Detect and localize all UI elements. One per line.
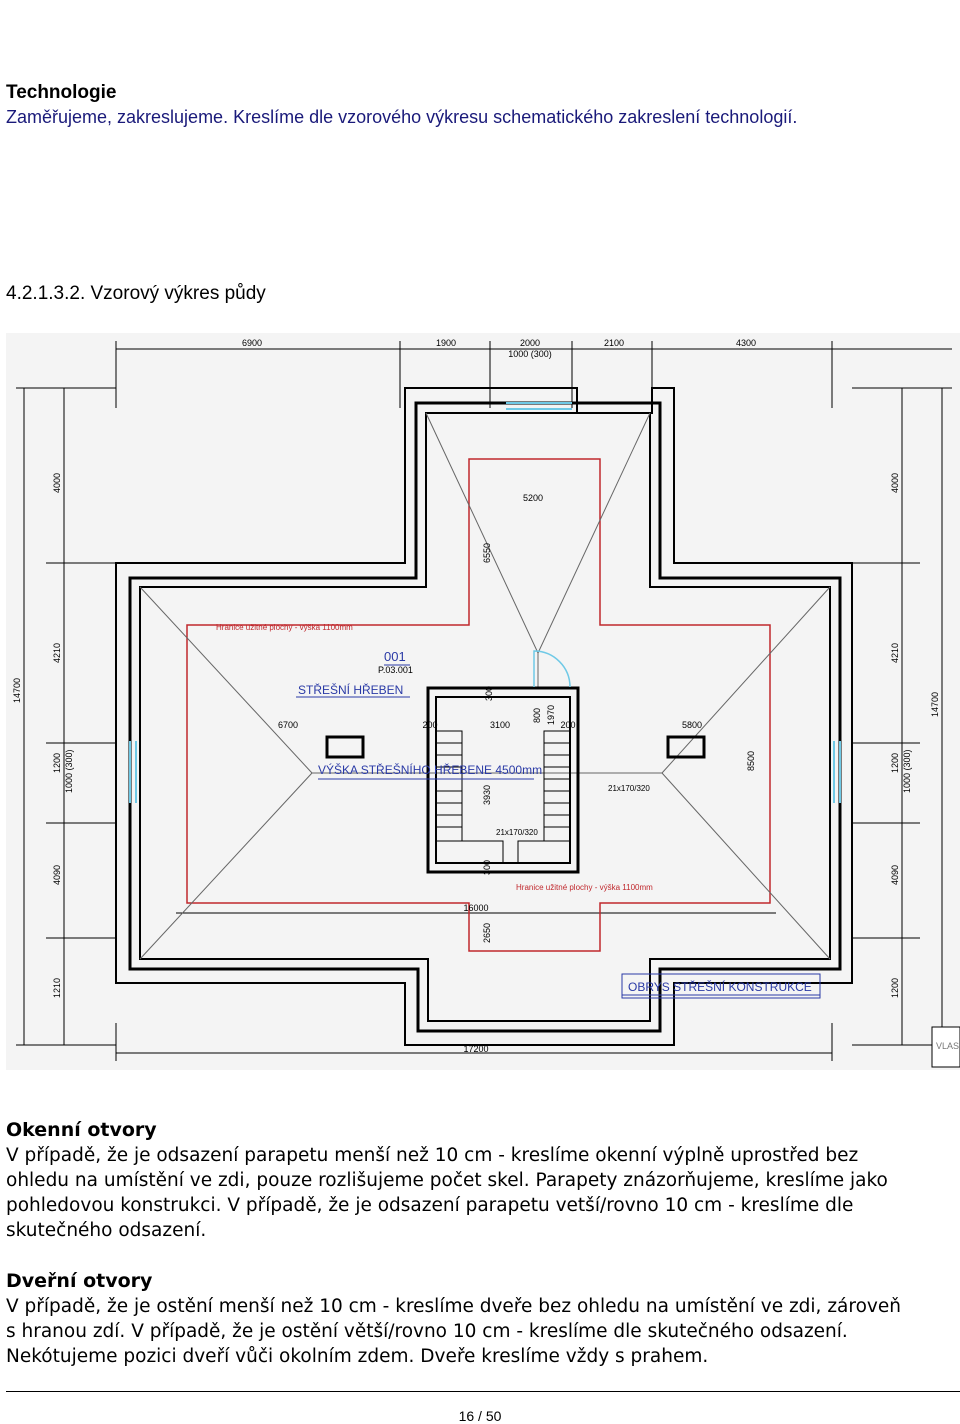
dim-inner-6: 200	[560, 720, 575, 730]
dimension-texts-right: 14700 4000 4210 1200 1000 (300) 4090 120…	[890, 473, 940, 998]
dim-top-5: 2100	[604, 338, 624, 348]
windows-line-3: pohledovou konstrukci. V případě, že je …	[6, 1195, 854, 1216]
dim-left-1: 14700	[12, 678, 22, 703]
attic-floor-plan: 6900 1900 2000 1000 (300) 2100 4300 1470…	[6, 333, 960, 1070]
dim-left-7: 1210	[52, 978, 62, 998]
dim-inner-11: 3930	[482, 785, 492, 805]
stair-core-outer	[426, 686, 580, 874]
ridge-height-label: VÝŠKA STŘEŠNÍHO HŘEBENE 4500mm	[318, 762, 542, 777]
dim-left-2: 4000	[52, 473, 62, 493]
roof-outline-label-box	[621, 973, 821, 999]
doors-line-1: V případě, že je ostění menší než 10 cm …	[6, 1296, 901, 1317]
dimension-texts-bottom: 17200 16000	[463, 903, 488, 1054]
section-title: 4.2.1.3.2. Vzorový výkres půdy	[6, 283, 266, 304]
dim-right-4: 1200	[890, 753, 900, 773]
outer-wall	[128, 401, 842, 1033]
dim-inner-4: 200	[422, 720, 437, 730]
dim-inner-3: 6700	[278, 720, 298, 730]
dim-top-6: 4300	[736, 338, 756, 348]
dim-left-4: 1200	[52, 753, 62, 773]
dimension-lines-right	[852, 387, 952, 1046]
dimension-lines-left	[16, 387, 116, 1046]
dim-right-5: 1000 (300)	[902, 749, 912, 793]
stair-steps	[435, 730, 571, 863]
skylight-left	[325, 735, 365, 759]
dim-left-6: 4090	[52, 865, 62, 885]
windows-line-2: ohledu na umístění ve zdi, pouze rozlišu…	[6, 1170, 888, 1191]
dim-right-2: 4000	[890, 473, 900, 493]
dim-inner-12: 300	[482, 860, 492, 875]
skylight-right	[666, 735, 706, 759]
windows	[129, 402, 841, 803]
footer-rule	[6, 1391, 960, 1392]
dim-left-3: 4210	[52, 643, 62, 663]
dimension-texts-left: 14700 4000 4210 1200 1000 (300) 4090 121…	[12, 473, 74, 998]
stair-label-2: 21x170/320	[496, 828, 538, 837]
room-code: P.03.001	[378, 665, 413, 675]
drawing-background	[6, 333, 960, 1070]
dim-bottom-1: 17200	[463, 1044, 488, 1054]
dim-inner-14: 2650	[482, 923, 492, 943]
dim-top-3: 2000	[520, 338, 540, 348]
stamp-fragment: VLAS	[936, 1041, 959, 1051]
dim-inner-9: 800	[532, 708, 542, 723]
doors-line-3: Nekótujeme pozici dveří vůči okolním zde…	[6, 1346, 709, 1367]
dim-left-5: 1000 (300)	[64, 749, 74, 793]
usable-area-label-top: Hranice užitné plochy - výška 1100mm	[216, 623, 353, 632]
roof-ridge-lines	[139, 412, 831, 960]
ridge-label: STŘEŠNÍ HŘEBEN	[298, 682, 403, 697]
dim-bottom-2: 16000	[463, 903, 488, 913]
technology-heading: Technologie	[6, 82, 117, 103]
dim-inner-10: 1970	[546, 705, 556, 725]
roof-outline-label: OBRYS STŘEŠNÍ KONSTRUKCE	[628, 979, 812, 994]
doors-line-2: s hranou zdí. V případě, že je ostění vě…	[6, 1321, 848, 1342]
dim-inner-5: 3100	[490, 720, 510, 730]
stair-label-1: 21x170/320	[608, 784, 650, 793]
dim-top-2: 1900	[436, 338, 456, 348]
dim-inner-1: 5200	[523, 493, 543, 503]
dim-inner-8: 300	[484, 686, 494, 701]
windows-line-4: skutečného odsazení.	[6, 1220, 207, 1241]
stamp-box	[931, 1026, 960, 1068]
usable-area-boundary	[186, 458, 771, 952]
technology-text: Zaměřujeme, zakreslujeme. Kreslíme dle v…	[6, 107, 798, 127]
doors-heading: Dveřní otvory	[6, 1270, 153, 1292]
dimension-lines-bottom	[115, 912, 833, 1061]
dim-inner-7: 5800	[682, 720, 702, 730]
room-number: 001	[384, 649, 406, 664]
windows-heading: Okenní otvory	[6, 1119, 157, 1141]
label-underlines	[296, 664, 820, 996]
dim-right-6: 4090	[890, 865, 900, 885]
dim-top-4: 1000 (300)	[508, 349, 552, 359]
dim-inner-13: 8500	[746, 751, 756, 771]
dim-inner-2: 6550	[482, 543, 492, 563]
dim-right-3: 4210	[890, 643, 900, 663]
dimension-texts-top: 6900 1900 2000 1000 (300) 2100 4300	[242, 338, 756, 359]
dim-right-7: 1200	[890, 978, 900, 998]
dimension-lines-top	[115, 341, 952, 408]
door-swing	[533, 650, 571, 688]
dim-top-1: 6900	[242, 338, 262, 348]
windows-line-1: V případě, že je odsazení parapetu menší…	[6, 1145, 859, 1166]
dimension-texts-inner: 5200 6550 6700 200 3100 200 5800 300 800…	[278, 493, 756, 943]
dim-right-1: 14700	[930, 692, 940, 717]
usable-area-label-bottom: Hranice užitné plochy - výška 1100mm	[516, 883, 653, 892]
page-number: 16 / 50	[458, 1408, 502, 1424]
